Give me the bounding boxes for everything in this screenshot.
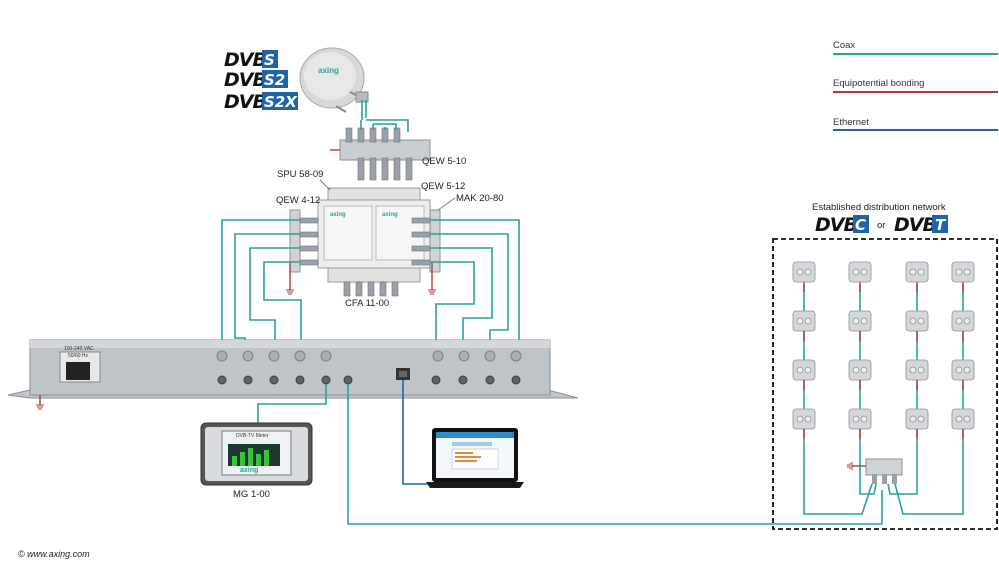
headend-power-label: 100-240 VAC <box>64 346 94 352</box>
distribution-network: Established distribution network DVB C o… <box>772 202 998 530</box>
label-mg-1-00: MG 1-00 <box>233 489 270 500</box>
svg-text:axing: axing <box>382 212 398 218</box>
dish-brand: axing <box>318 66 339 75</box>
qew-5-12-switch <box>411 209 441 295</box>
dvb-s2x-badge: S2X <box>264 93 298 111</box>
dvb-s2-logo: DVB S2 <box>224 69 288 91</box>
dvb-s-badge: S <box>264 51 275 69</box>
ethernet-cable <box>402 380 430 485</box>
network-title: Established distribution network <box>812 202 946 213</box>
legend-label-ethernet: Ethernet <box>833 117 869 128</box>
legend-label-equipotential: Equipotential bonding <box>833 78 924 89</box>
coax-to-meter <box>257 384 327 424</box>
meter-brand: axing <box>240 467 258 474</box>
label-spu-58-09: SPU 58-09 <box>277 169 323 180</box>
dvb-s-logo: DVB S <box>224 49 278 71</box>
coax-to-network <box>347 384 883 525</box>
dvb-t-badge: T <box>935 216 947 234</box>
headend-power-sub: 50/60 Hz <box>68 353 89 359</box>
meter-screen-title: DVB-TV Meter <box>236 433 269 439</box>
wall-outlets <box>792 261 975 430</box>
legend-label-coax: Coax <box>833 40 855 51</box>
label-qew-5-10: QEW 5-10 <box>422 156 466 167</box>
dvb-s-brand: DVB <box>224 49 266 71</box>
dvb-c-logo: DVB C <box>815 214 869 236</box>
dvb-s2-badge: S2 <box>264 71 285 89</box>
qew-4-12-switch <box>286 209 319 295</box>
dvb-s-logos: DVB S DVB S2 DVB S2X <box>224 49 298 113</box>
network-or: or <box>877 220 885 231</box>
copyright-text: © www.axing.com <box>18 549 90 559</box>
svg-text:axing: axing <box>330 212 346 218</box>
headend-unit: 100-240 VAC 50/60 Hz <box>7 339 579 410</box>
qew-5-10-switch: QEW 5-10 <box>330 119 466 181</box>
network-boundary <box>772 238 998 530</box>
label-qew-4-12: QEW 4-12 <box>276 195 320 206</box>
label-mak-20-80: MAK 20-80 <box>456 193 504 204</box>
satellite-dish: axing <box>299 47 369 120</box>
dvb-c-brand: DVB <box>815 214 857 236</box>
label-cfa-11-00: CFA 11-00 <box>345 298 389 309</box>
mg-1-00-meter: DVB-TV Meter axing MG 1-00 <box>200 422 313 500</box>
dvb-s2x-logo: DVB S2X <box>224 91 298 113</box>
label-qew-5-12: QEW 5-12 <box>421 181 465 192</box>
dvb-c-badge: C <box>855 216 866 234</box>
dvb-s2x-brand: DVB <box>224 91 266 113</box>
dvb-t-logo: DVB T <box>894 214 948 236</box>
dvb-s2-brand: DVB <box>224 69 266 91</box>
multiswitch-stack: axing axing CFA 11-00 SPU 58-09 QEW 5-12… <box>276 169 504 309</box>
dvb-t-brand: DVB <box>894 214 936 236</box>
laptop <box>426 428 524 488</box>
legend: Coax Equipotential bonding Ethernet <box>833 40 998 131</box>
splitter <box>847 458 903 484</box>
